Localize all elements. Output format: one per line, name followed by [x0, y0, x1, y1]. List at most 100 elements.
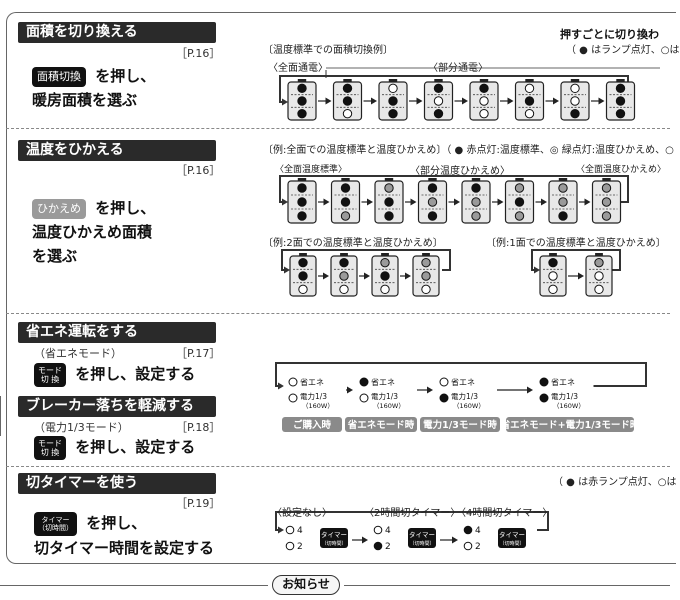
cycle-loop: [279, 175, 629, 203]
footer-line: [344, 585, 670, 586]
instruction-text: を押し、: [86, 514, 147, 532]
lamp-indicator: [601, 183, 612, 193]
panel-tab: [549, 253, 557, 256]
lamp-indicator: [285, 541, 295, 551]
timer-2-label: 2: [475, 542, 481, 552]
timer-key-label: タイマー: [409, 530, 435, 539]
flow-arrow-head: [497, 198, 504, 206]
flow-arrow-head: [371, 97, 377, 105]
example-caption: 〔例:全面での温度標準と温度ひかえめ〕（ ● 赤点灯:温度標準、◎ 緑点灯:温度…: [263, 145, 674, 156]
flow-arrow-head: [325, 97, 332, 105]
lamp-indicator: [359, 377, 369, 387]
lamp-indicator: [514, 211, 525, 221]
instruction-temp: ひかえめ を押し、 温度ひかえめ面積 を選ぶ: [32, 196, 155, 268]
timer-key-label: （切時間）: [321, 540, 346, 547]
section-title-timer: 切タイマーを使う: [18, 473, 216, 494]
eco-label: 省エネ: [551, 377, 575, 387]
lamp-indicator: [342, 83, 353, 94]
lamp-indicator: [514, 183, 525, 193]
lamp-indicator: [427, 197, 438, 207]
panel-tab: [595, 253, 603, 256]
lamp-indicator: [359, 393, 369, 403]
panel-tab: [381, 253, 389, 256]
caption-legend: （ ● はランプ点灯、○は: [566, 45, 680, 56]
lamp-indicator: [479, 96, 489, 106]
example-caption: 〔温度標準での面積切換例〕: [263, 45, 393, 56]
section-divider: [6, 128, 670, 129]
cycle-loop: [281, 249, 451, 271]
label-none: 〈設定なし〉: [272, 508, 332, 519]
lamp-indicator: [524, 83, 535, 94]
lamp-indicator: [380, 257, 390, 268]
instruction-text: を押し、設定する: [75, 365, 196, 383]
timer-4-label: 4: [385, 526, 391, 536]
lamp-indicator: [388, 108, 398, 119]
caption-title: 押すごとに切り換わ: [560, 28, 659, 41]
section-title-temp: 温度をひかえる: [18, 140, 216, 161]
flow-arrow-head: [541, 198, 547, 206]
lamp-indicator: [298, 271, 308, 281]
panel-tab: [616, 79, 625, 82]
cycle-loop: [531, 249, 621, 271]
panel-tab: [602, 178, 611, 181]
mode-state-label: ご購入時: [293, 419, 332, 431]
watt-label: （160W）: [453, 402, 485, 410]
lamp-indicator: [548, 271, 558, 281]
flow-arrow-head: [323, 198, 330, 206]
lamp-indicator: [288, 393, 298, 403]
lamp-indicator: [463, 541, 473, 551]
flow-arrow-head: [362, 536, 368, 544]
lamp-indicator: [433, 83, 444, 94]
lamp-indicator: [342, 96, 353, 106]
lamp-indicator: [388, 83, 398, 94]
section-divider: [6, 313, 670, 314]
timer-key-label: タイマー: [499, 530, 525, 539]
lamp-indicator: [601, 211, 612, 221]
lamp-indicator: [373, 525, 383, 535]
panel-tab: [297, 178, 307, 181]
lamp-indicator: [539, 393, 549, 403]
timer-key-label: （切時間）: [409, 540, 434, 547]
instruction-area: 面積切換 を押し、 暖房面積を選ぶ: [32, 64, 155, 112]
lamp-indicator: [297, 211, 307, 221]
eco-label: 省エネ: [300, 377, 324, 387]
cycle-loop-head: [278, 382, 284, 390]
page-ref: ［P.18］: [176, 421, 221, 434]
timer-2-label: 2: [385, 542, 391, 552]
lamp-indicator: [384, 197, 394, 207]
lamp-indicator: [558, 197, 568, 207]
lamp-indicator: [471, 183, 481, 193]
flow-arrow-head: [454, 198, 460, 206]
timer-4-label: 4: [297, 526, 303, 536]
mode-subtitle: （省エネモード）: [34, 347, 122, 360]
instruction-breaker: モード切 換 を押し、設定する: [34, 435, 195, 460]
label-4h: 〈4時間切タイマー〉: [456, 508, 553, 519]
flow-arrow-head: [410, 198, 417, 206]
watt-label: （160W）: [302, 402, 334, 410]
lamp-indicator: [298, 284, 308, 295]
lamp-indicator: [594, 257, 604, 268]
watt-label: （160W）: [373, 402, 405, 410]
lamp-indicator: [384, 211, 394, 221]
cycle-loop-head: [282, 98, 288, 106]
lamp-indicator: [297, 197, 307, 207]
panel-tab: [515, 178, 524, 181]
lamp-indicator: [297, 96, 307, 106]
panel-tab: [570, 79, 580, 82]
page-ref: ［P.19］: [176, 497, 221, 510]
lamp-indicator: [433, 108, 444, 119]
timer-2-label: 2: [297, 542, 303, 552]
instruction-text: 暖房面積を選ぶ: [32, 91, 138, 109]
lamp-indicator: [427, 211, 438, 221]
lamp-indicator: [339, 284, 349, 295]
lamp-indicator: [539, 377, 549, 387]
lamp-indicator: [524, 108, 535, 119]
lamp-indicator: [463, 525, 473, 535]
eco-temp-key-icon: ひかえめ: [32, 198, 86, 219]
caption-legend: （ ● は赤ランプ点灯、○は: [553, 477, 677, 488]
page-ref: ［P.17］: [176, 347, 221, 360]
lamp-indicator: [342, 108, 353, 119]
lamp-indicator: [339, 257, 349, 268]
lamp-indicator: [285, 525, 295, 535]
